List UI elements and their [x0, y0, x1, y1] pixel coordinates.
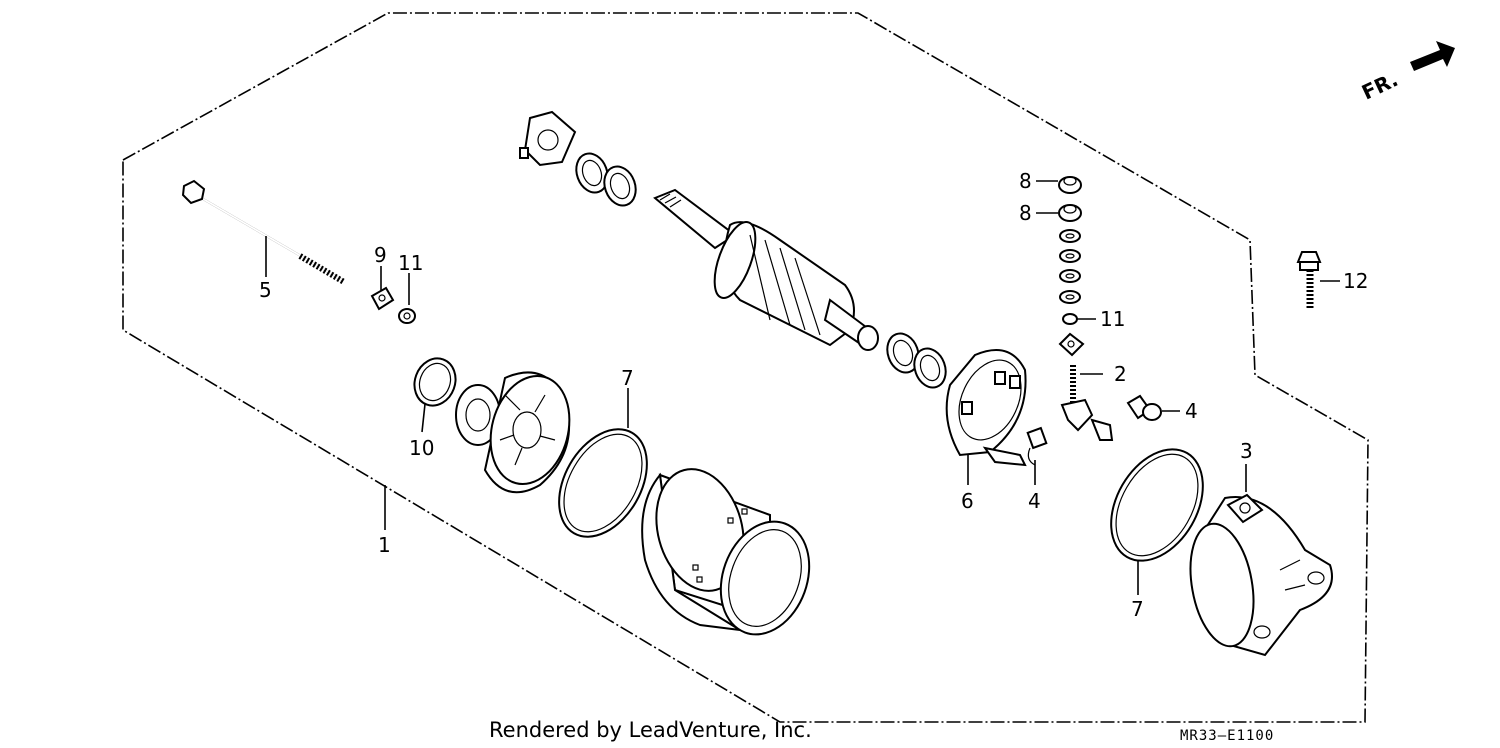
callout-5: 5 — [259, 278, 272, 302]
callout-2: 2 — [1114, 362, 1127, 386]
o-ring-front[interactable] — [408, 353, 462, 412]
terminal-washer-small[interactable] — [1062, 313, 1078, 325]
terminal-insulator[interactable] — [1058, 332, 1085, 357]
terminal-nut-upper[interactable] — [1058, 176, 1082, 194]
brush-upper[interactable] — [1126, 394, 1162, 421]
render-credit: Rendered by LeadVenture, Inc. — [489, 718, 812, 742]
yoke-housing[interactable] — [641, 459, 824, 647]
callout-10: 10 — [409, 436, 434, 460]
callout-6: 6 — [961, 489, 974, 513]
front-direction-arrow-icon — [1410, 41, 1455, 71]
o-ring-yoke-rear[interactable] — [1092, 433, 1221, 577]
callout-8-upper: 8 — [1019, 169, 1032, 193]
through-bolt[interactable] — [181, 179, 346, 285]
o-ring-yoke-front[interactable] — [541, 414, 665, 552]
mounting-bolt[interactable] — [1296, 251, 1322, 308]
callout-4-lower: 4 — [1028, 489, 1041, 513]
callout-11-left: 11 — [398, 251, 423, 275]
terminal-bolt[interactable] — [1060, 365, 1114, 441]
terminal-washer-stack[interactable] — [1059, 229, 1081, 304]
diagram-code: MR33–E1100 — [1180, 728, 1274, 744]
thrust-washer-set-front[interactable] — [571, 149, 641, 210]
square-nut[interactable] — [370, 286, 395, 311]
callout-11-right: 11 — [1100, 307, 1125, 331]
callout-7-right: 7 — [1131, 597, 1144, 621]
rear-cover[interactable] — [1182, 493, 1333, 657]
brush-lower[interactable] — [1026, 426, 1048, 466]
callout-9: 9 — [374, 243, 387, 267]
washer-left[interactable] — [398, 308, 416, 324]
callout-1: 1 — [378, 533, 391, 557]
assembly-boundary — [122, 12, 1369, 723]
callout-7-left: 7 — [621, 366, 634, 390]
thrust-washer-set-rear[interactable] — [882, 329, 951, 392]
callout-4-upper: 4 — [1185, 399, 1198, 423]
callout-3: 3 — [1240, 439, 1253, 463]
front-cover[interactable] — [455, 367, 581, 494]
terminal-nut-lower[interactable] — [1058, 204, 1082, 222]
brush-holder[interactable] — [945, 349, 1033, 467]
insulator-plate[interactable] — [519, 110, 577, 167]
callout-8-lower: 8 — [1019, 201, 1032, 225]
callout-12: 12 — [1343, 269, 1368, 293]
front-direction-label: FR. — [1358, 67, 1402, 104]
armature[interactable] — [653, 188, 879, 351]
